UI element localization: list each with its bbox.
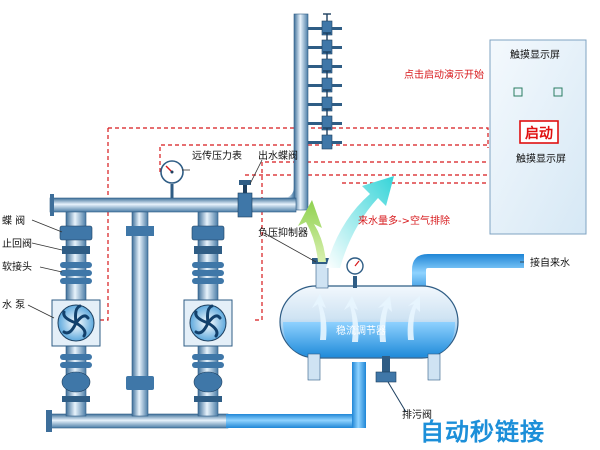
- tap-valve-3: [308, 51, 342, 74]
- suction-header: [46, 362, 366, 432]
- tap-valves: [308, 13, 342, 150]
- excess-air-label: 来水量多->空气排除: [358, 214, 450, 227]
- touch-screen[interactable]: [489, 39, 587, 235]
- air-exhaust-arrow: [326, 176, 394, 268]
- tap-valve-5: [308, 89, 342, 112]
- signal-line-gauge: [159, 144, 488, 172]
- pump-label: 水 泵: [2, 299, 25, 311]
- outlet-butterfly-valve: [237, 180, 253, 218]
- label-leaders: [27, 159, 524, 319]
- tap-valve-6: [308, 108, 342, 131]
- remote-pressure-gauge: [160, 160, 184, 198]
- inlet-label: 接自来水: [530, 256, 570, 269]
- screen-title: 触摸显示屏: [510, 48, 560, 61]
- tap-valve-2: [308, 32, 342, 55]
- start-hint: 点击启动演示开始: [404, 68, 484, 81]
- tap-valve-1: [308, 13, 342, 36]
- watermark-text: 自动秒链接: [420, 418, 545, 446]
- butterfly-valve-label: 蝶 阀: [2, 214, 25, 227]
- suppressor-label: 负压抑制器: [258, 226, 308, 239]
- start-button[interactable]: [519, 120, 559, 144]
- signal-line-pump2: [255, 161, 488, 321]
- start-button-label[interactable]: 启动: [525, 125, 553, 142]
- suppressor-flow-arrow: [298, 200, 326, 262]
- pump-unit-1: [51, 211, 101, 417]
- stabilizer-label: 稳流调节器: [336, 324, 386, 337]
- pump-unit-2: [183, 211, 233, 417]
- stabilizer-tank: [279, 257, 459, 413]
- signal-line-pump1: [108, 127, 489, 148]
- signal-line-pump1-down: [100, 128, 109, 321]
- tap-valve-7: [308, 127, 342, 150]
- drain-label: 排污阀: [402, 408, 432, 421]
- check-valve-label: 止回阀: [2, 237, 32, 250]
- tap-valve-4: [308, 70, 342, 93]
- screen-caption: 触摸显示屏: [516, 152, 566, 165]
- signal-lines: [100, 127, 489, 321]
- soft-joint-label: 软接头: [2, 260, 32, 273]
- main-riser: [282, 13, 309, 212]
- bypass-pipe: [126, 211, 154, 417]
- outlet-valve-label: 出水蝶阀: [258, 149, 298, 162]
- pressure-gauge-label: 远传压力表: [192, 149, 242, 162]
